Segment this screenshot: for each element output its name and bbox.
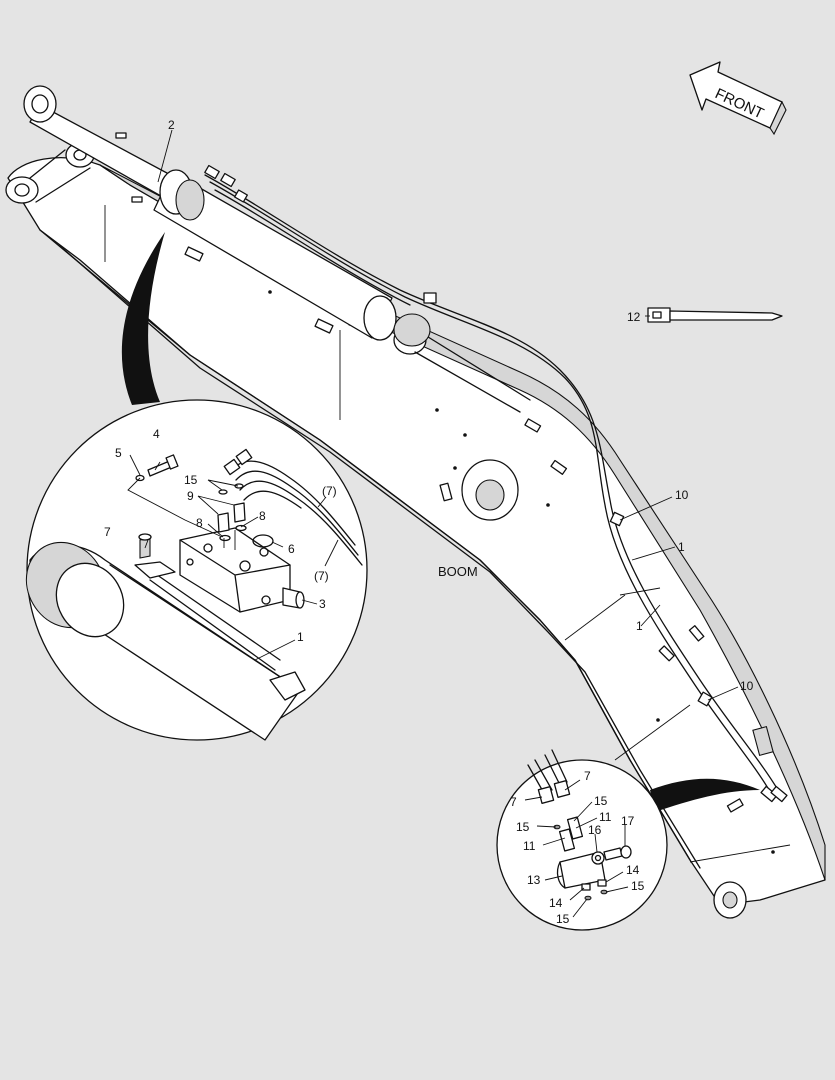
detail-b-callout-11-left: 11 <box>523 839 536 853</box>
detail-b-callout-7-left: 7 <box>510 795 517 809</box>
detail-valve-view <box>25 232 368 741</box>
detail-a-callout-7: 7 <box>104 525 111 539</box>
detail-a-callout-9: 9 <box>187 489 194 503</box>
detail-a-callout-7-paren-bottom: (7) <box>314 569 329 583</box>
boom-label: BOOM <box>438 564 478 579</box>
callout-12: 12 <box>627 310 641 324</box>
detail-b-callout-11-right: 11 <box>599 810 612 824</box>
cable-tie-part <box>647 307 783 323</box>
detail-a-callout-7-paren-top: (7) <box>322 484 337 498</box>
detail-a-callout-4: 4 <box>153 427 160 441</box>
boom-cylinder <box>23 85 431 347</box>
detail-b-callout-16: 16 <box>588 823 602 837</box>
detail-a-callout-1: 1 <box>297 630 304 644</box>
detail-b-callout-13: 13 <box>527 873 541 887</box>
detail-b-callout-17: 17 <box>621 814 635 828</box>
detail-b-callout-15-right: 15 <box>594 794 608 808</box>
detail-a-callout-5: 5 <box>115 446 122 460</box>
detail-b-callout-7-right: 7 <box>584 769 591 783</box>
callout-10-upper: 10 <box>675 488 689 502</box>
detail-b-callout-15-left: 15 <box>516 820 530 834</box>
callout-2: 2 <box>168 118 175 132</box>
piping-lines <box>204 164 788 803</box>
front-direction-arrow: FRONT <box>689 61 787 136</box>
detail-a-callout-8-right: 8 <box>259 509 266 523</box>
detail-a-callout-6: 6 <box>288 542 295 556</box>
detail-a-callout-15: 15 <box>184 473 198 487</box>
detail-a-callout-3: 3 <box>319 597 326 611</box>
detail-b-callout-14-right: 14 <box>626 863 640 877</box>
main-leader-lines <box>157 129 739 701</box>
callout-1-upper: 1 <box>678 540 685 554</box>
callout-labels: 2 12 10 1 1 10 BOOM 4 5 15 9 8 8 (7) 7 6… <box>104 118 754 926</box>
detail-b-callout-15-far: 15 <box>631 879 645 893</box>
detail-b-callout-14-left: 14 <box>549 896 563 910</box>
detail-a-callout-8-left: 8 <box>196 516 203 530</box>
callout-10-lower: 10 <box>740 679 754 693</box>
callout-1-lower: 1 <box>636 619 643 633</box>
detail-b-callout-15-bottom: 15 <box>556 912 570 926</box>
detail-fitting-view <box>496 749 760 931</box>
